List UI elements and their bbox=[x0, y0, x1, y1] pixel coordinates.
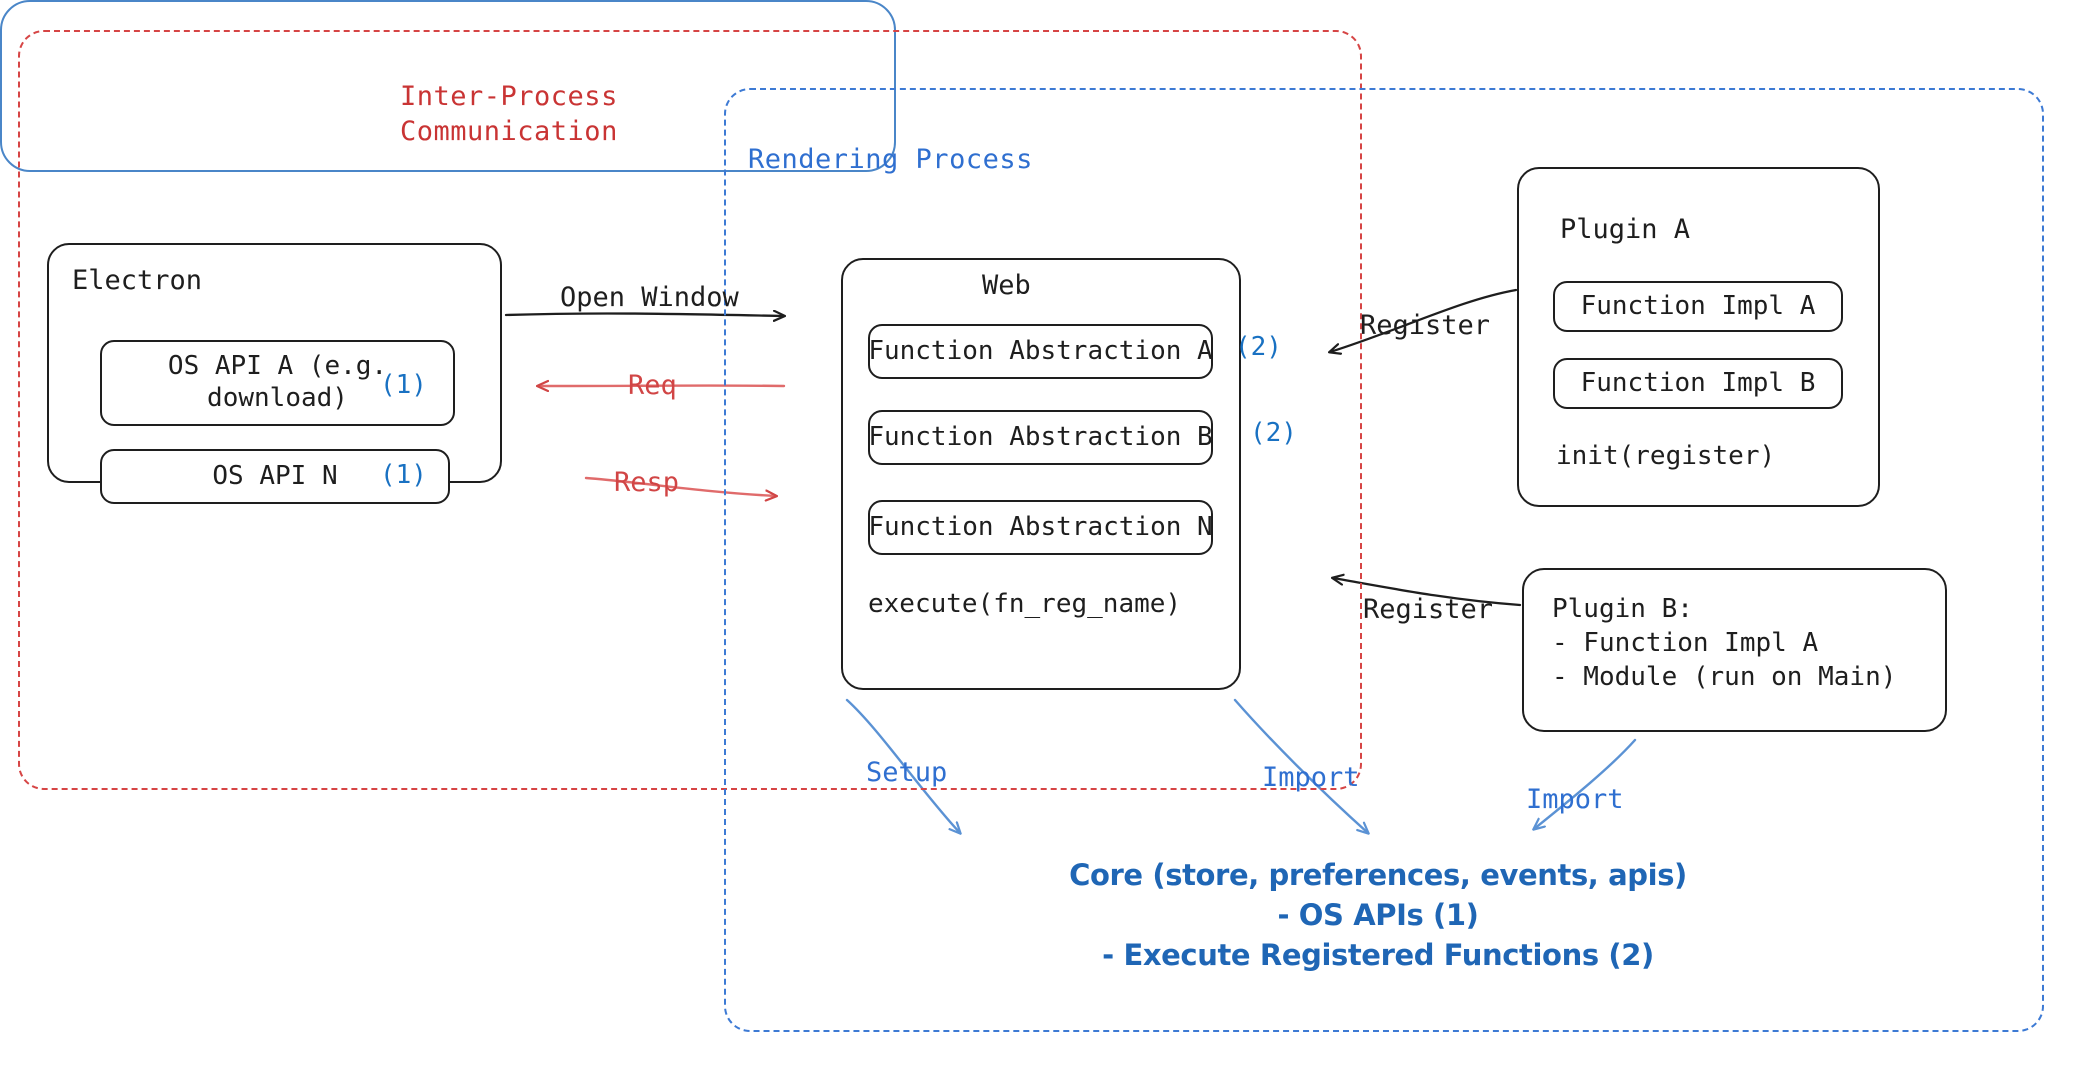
function-impl-b-box: Function Impl B bbox=[1553, 358, 1843, 409]
os-api-n-box: OS API N bbox=[100, 449, 450, 504]
os-api-a-label: OS API A (e.g. download) bbox=[167, 351, 388, 413]
plugin-a-box bbox=[1517, 167, 1880, 507]
function-abstraction-a-marker: (2) bbox=[1235, 332, 1282, 362]
edge-label-setup: Setup bbox=[866, 757, 948, 788]
core-text: Core (store, preferences, events, apis) … bbox=[1069, 858, 1687, 973]
function-abstraction-n-label: Function Abstraction N bbox=[868, 511, 1213, 542]
electron-title: Electron bbox=[72, 265, 203, 296]
ipc-boundary bbox=[18, 30, 1362, 790]
function-abstraction-b-box: Function Abstraction B bbox=[868, 410, 1213, 465]
os-api-n-label: OS API N bbox=[212, 460, 338, 491]
plugin-b-text: Plugin B: - Function Impl A - Module (ru… bbox=[1552, 594, 1897, 692]
function-abstraction-a-label: Function Abstraction A bbox=[868, 335, 1213, 366]
web-title: Web bbox=[982, 270, 1031, 301]
function-abstraction-b-marker: (2) bbox=[1250, 418, 1297, 448]
ipc-boundary-label: Inter-Process Communication bbox=[400, 81, 618, 147]
edge-label-import-web: Import bbox=[1262, 762, 1360, 793]
plugin-a-title: Plugin A bbox=[1560, 214, 1691, 245]
core-box bbox=[0, 0, 896, 172]
os-api-n-marker: (1) bbox=[380, 460, 427, 490]
rendering-process-label: Rendering Process bbox=[748, 144, 1033, 175]
web-box bbox=[841, 258, 1241, 690]
rendering-process-boundary bbox=[724, 88, 2044, 1032]
edge-label-import-plugin-b: Import bbox=[1526, 784, 1624, 815]
init-register-text: init(register) bbox=[1556, 441, 1776, 471]
os-api-a-box: OS API A (e.g. download) bbox=[100, 340, 455, 426]
edge-label-register-plugin-a: Register bbox=[1360, 310, 1491, 341]
edge-label-req: Req bbox=[628, 370, 677, 401]
function-impl-a-box: Function Impl A bbox=[1553, 281, 1843, 332]
plugin-b-box bbox=[1522, 568, 1947, 732]
function-impl-b-label: Function Impl B bbox=[1580, 367, 1816, 398]
os-api-a-marker: (1) bbox=[380, 370, 427, 400]
function-abstraction-a-box: Function Abstraction A bbox=[868, 324, 1213, 379]
execute-function-text: execute(fn_reg_name) bbox=[868, 589, 1182, 619]
edge-label-open-window: Open Window bbox=[560, 282, 739, 313]
edge-label-register-plugin-b: Register bbox=[1363, 594, 1494, 625]
edge-label-resp: Resp bbox=[614, 467, 680, 498]
function-impl-a-label: Function Impl A bbox=[1580, 290, 1816, 321]
function-abstraction-n-box: Function Abstraction N bbox=[868, 500, 1213, 555]
function-abstraction-b-label: Function Abstraction B bbox=[868, 421, 1213, 452]
